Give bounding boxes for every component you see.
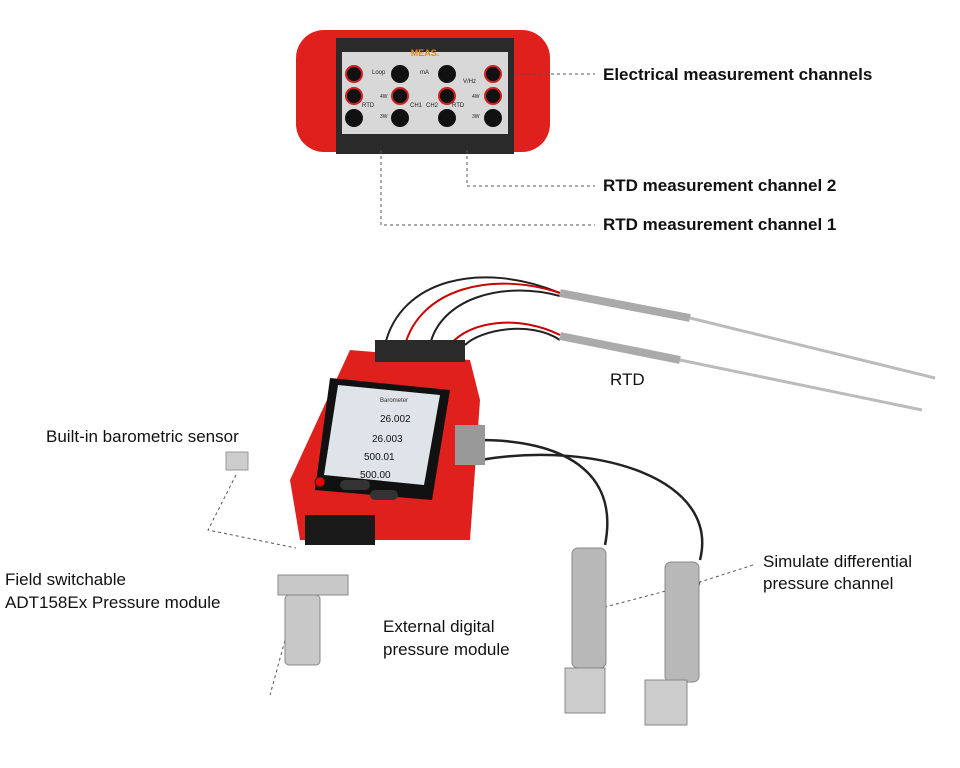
panel-vhz-label: V/Hz xyxy=(463,79,476,85)
callout-rtd: RTD xyxy=(610,370,645,389)
callout-external-module-line2: pressure module xyxy=(383,640,510,659)
terminal-panel: MEAS. Loop mA V/Hz RTD 4W 3W CH1 CH2 RTD… xyxy=(296,30,550,154)
cable-connectors xyxy=(455,425,485,465)
panel-ch1: CH1 xyxy=(410,103,423,109)
callout-field-switchable-line1: Field switchable xyxy=(5,570,126,589)
callout-rtd-channel-1: RTD measurement channel 1 xyxy=(603,215,837,234)
rtd-cables xyxy=(384,276,561,346)
panel-ma-label: mA xyxy=(420,70,429,76)
screen-reading-3: 500.01 xyxy=(364,452,395,463)
panel-rtd-right: RTD xyxy=(452,103,465,109)
panel-4w-right: 4W xyxy=(472,94,480,100)
rtd-probes xyxy=(559,289,936,412)
callout-electrical-channels: Electrical measurement channels xyxy=(603,65,873,84)
barometric-sensor-chip xyxy=(225,451,249,471)
panel-4w-left: 4W xyxy=(380,94,388,100)
callout-simulate-dp-line1: Simulate differential xyxy=(763,552,912,571)
panel-rtd-left: RTD xyxy=(362,103,375,109)
panel-brand: MEAS. xyxy=(411,48,440,58)
panel-loop-label: Loop xyxy=(372,70,386,76)
screen-reading-2: 26.003 xyxy=(372,434,403,445)
panel-3w-right: 3W xyxy=(472,114,480,120)
handheld-calibrator: Barometer 26.002 26.003 500.01 500.00 xyxy=(290,340,480,545)
pressure-cables xyxy=(479,438,704,561)
screen-reading-4: 500.00 xyxy=(360,470,391,481)
screen-reading-1: 26.002 xyxy=(380,414,411,425)
callout-external-module-line1: External digital xyxy=(383,617,495,636)
callout-rtd-channel-2: RTD measurement channel 2 xyxy=(603,176,837,195)
screen-title: Barometer xyxy=(380,398,408,404)
callout-simulate-dp-line2: pressure channel xyxy=(763,574,894,593)
external-pressure-modules xyxy=(564,547,700,726)
callout-barometric-sensor: Built-in barometric sensor xyxy=(46,427,239,446)
adt158ex-module xyxy=(277,574,349,666)
panel-ch2: CH2 xyxy=(426,103,439,109)
panel-3w-left: 3W xyxy=(380,114,388,120)
callout-field-switchable-line2: ADT158Ex Pressure module xyxy=(5,593,221,612)
